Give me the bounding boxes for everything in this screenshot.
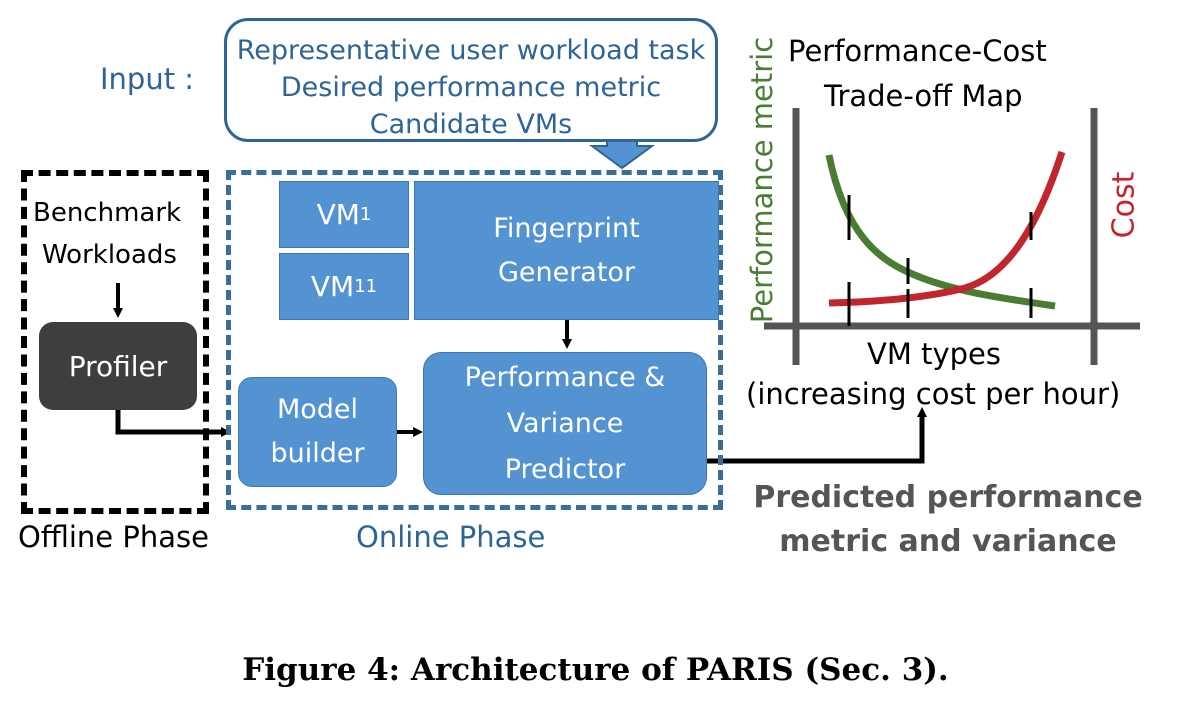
input-bubble: Representative user workload task Desire… [224,18,718,142]
benchmark-label-2: Workloads [42,240,177,270]
online-phase-label: Online Phase [356,520,546,554]
predicted-line-1: Predicted performance [753,480,1143,515]
performance-curve [825,154,1056,310]
predicted-line-2: metric and variance [779,524,1117,559]
input-line-workload: Representative user workload task [236,35,706,66]
input-line-vms: Candidate VMs [369,109,573,140]
model-line-2: builder [270,438,365,469]
fingerprint-line-1: Fingerprint [493,212,640,244]
offline-phase-label: Offline Phase [18,520,209,554]
right-axis-label: Cost [1106,171,1142,239]
x-axis-label-line-2: (increasing cost per hour) [746,377,1121,411]
vm11-subscript: 11 [354,276,378,297]
cost-curve [828,150,1066,307]
model-line-1: Model [276,394,359,425]
left-axis-label: Performance metric [745,36,779,324]
predictor-block: Performance & Variance Predictor [423,352,707,495]
predictor-line-3: Predictor [504,453,626,485]
vm1-label: VM [316,198,360,231]
offline-phase-box [21,170,209,514]
profiler-to-model-arrow [115,410,231,437]
fingerprint-line-2: Generator [497,256,636,288]
predictor-line-2: Variance [506,407,624,439]
figure-caption: Figure 4: Architecture of PARIS (Sec. 3)… [242,652,949,688]
predictor-to-chart-arrow [707,407,927,464]
vm1-subscript: 1 [359,204,372,225]
online-phase-box [226,170,723,510]
input-label: Input : [100,62,195,96]
fingerprint-generator-block: Fingerprint Generator [414,181,719,320]
model-builder-block: Model builder [238,377,397,487]
chart-title-line-2: Trade-off Map [824,79,1023,113]
predicted-output-label: Predicted performance metric and varianc… [738,476,1158,564]
x-axis-label-line-1: VM types [867,337,1001,371]
chart-title-line-1: Performance-Cost [788,34,1047,68]
predictor-line-1: Performance & [464,361,666,393]
vm11-label: VM [310,270,355,303]
input-line-metric: Desired performance metric [280,72,662,103]
profiler-block: Profiler [39,322,197,410]
benchmark-label-1: Benchmark [33,198,182,228]
